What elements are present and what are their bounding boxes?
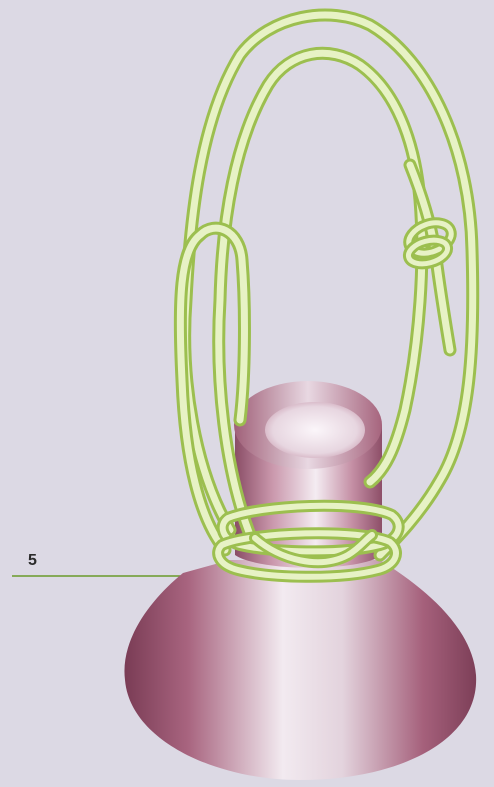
rope-stopper-knot xyxy=(405,217,456,267)
step-number: 5 xyxy=(28,552,37,570)
bottle-body xyxy=(124,560,476,780)
bottle-mouth xyxy=(265,402,365,458)
